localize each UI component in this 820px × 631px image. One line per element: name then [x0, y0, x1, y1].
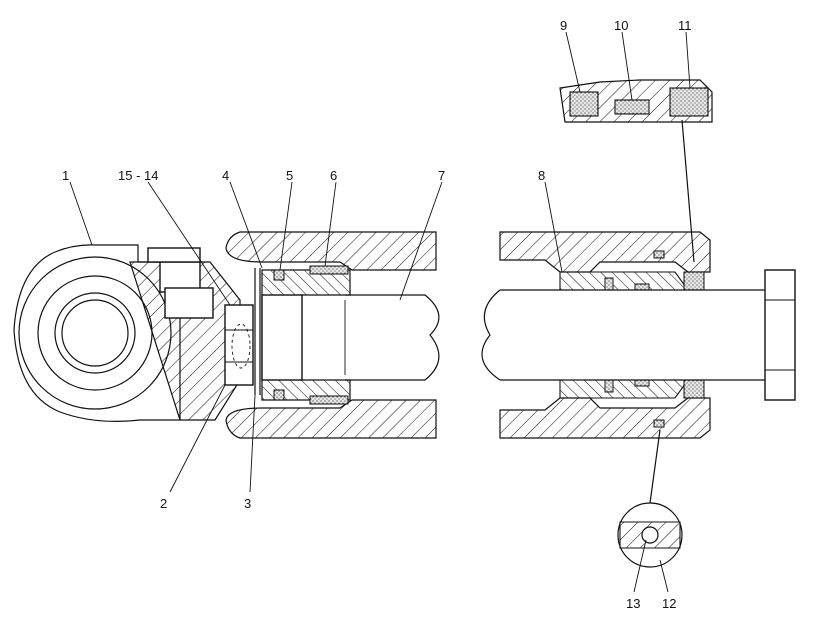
callout-labels: 1 15 - 14 4 5 6 7 8 9 10 11 2 3 13 12 — [62, 18, 692, 611]
piston-rod-left — [344, 294, 440, 381]
callout-5: 5 — [286, 168, 293, 183]
seal-detail-top — [559, 79, 713, 263]
callout-1: 1 — [62, 168, 69, 183]
callout-12: 12 — [662, 596, 676, 611]
seal-detail-bottom — [617, 429, 683, 568]
callout-11: 11 — [678, 18, 692, 33]
callout-3: 3 — [244, 496, 251, 511]
rod-end-eye — [13, 244, 241, 422]
callout-4: 4 — [222, 168, 229, 183]
callout-8: 8 — [538, 168, 545, 183]
callout-2: 2 — [160, 496, 167, 511]
piston — [261, 265, 351, 405]
callout-9: 9 — [560, 18, 567, 33]
callout-13: 13 — [626, 596, 640, 611]
callout-15-14: 15 - 14 — [118, 168, 158, 183]
callout-7: 7 — [438, 168, 445, 183]
callout-6: 6 — [330, 168, 337, 183]
piston-rod-right — [481, 269, 796, 401]
lock-nut — [224, 268, 261, 395]
barrel-left — [225, 231, 437, 439]
callout-10: 10 — [614, 18, 628, 33]
cylinder-head — [499, 231, 711, 439]
leader-lines — [69, 31, 691, 593]
